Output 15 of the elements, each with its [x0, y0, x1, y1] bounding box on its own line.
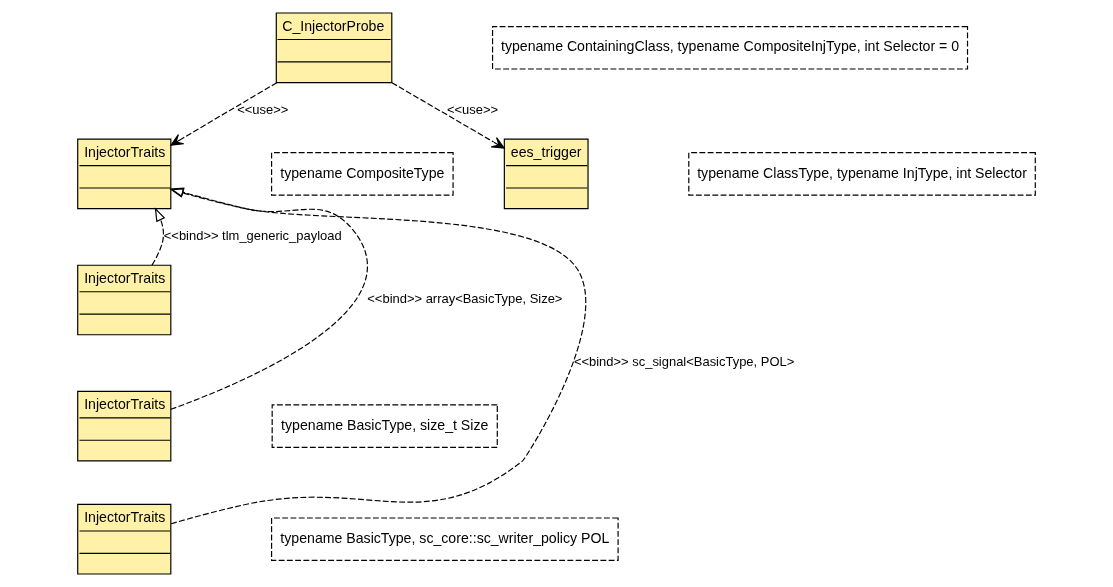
edge-label: <<bind>> tlm_generic_payload: [163, 228, 342, 244]
edge-label: <<bind>> array<BasicType, Size>: [367, 291, 563, 307]
node-box: typename ContainingClass, typename CompositeInjType, int Selector = 0: [491, 25, 969, 70]
arrow: [170, 82, 278, 146]
arrow: [391, 82, 505, 149]
edge-label: <<use>>: [237, 102, 289, 118]
node-box: typename BasicType, size_t Size: [271, 404, 498, 448]
node-box: typename CompositeType: [271, 152, 454, 196]
node-box: typename ClassType, typename InjType, int Selector: [688, 152, 1036, 196]
node-box: typename BasicType, sc_core::sc_writer_policy POL: [271, 517, 619, 562]
arrow: [151, 207, 166, 266]
edge-label: <<use>>: [446, 102, 499, 118]
arrow: [169, 187, 368, 410]
edge-label: <<bind>> sc_signal<BasicType, POL>: [573, 354, 795, 370]
arrow: [169, 188, 587, 525]
